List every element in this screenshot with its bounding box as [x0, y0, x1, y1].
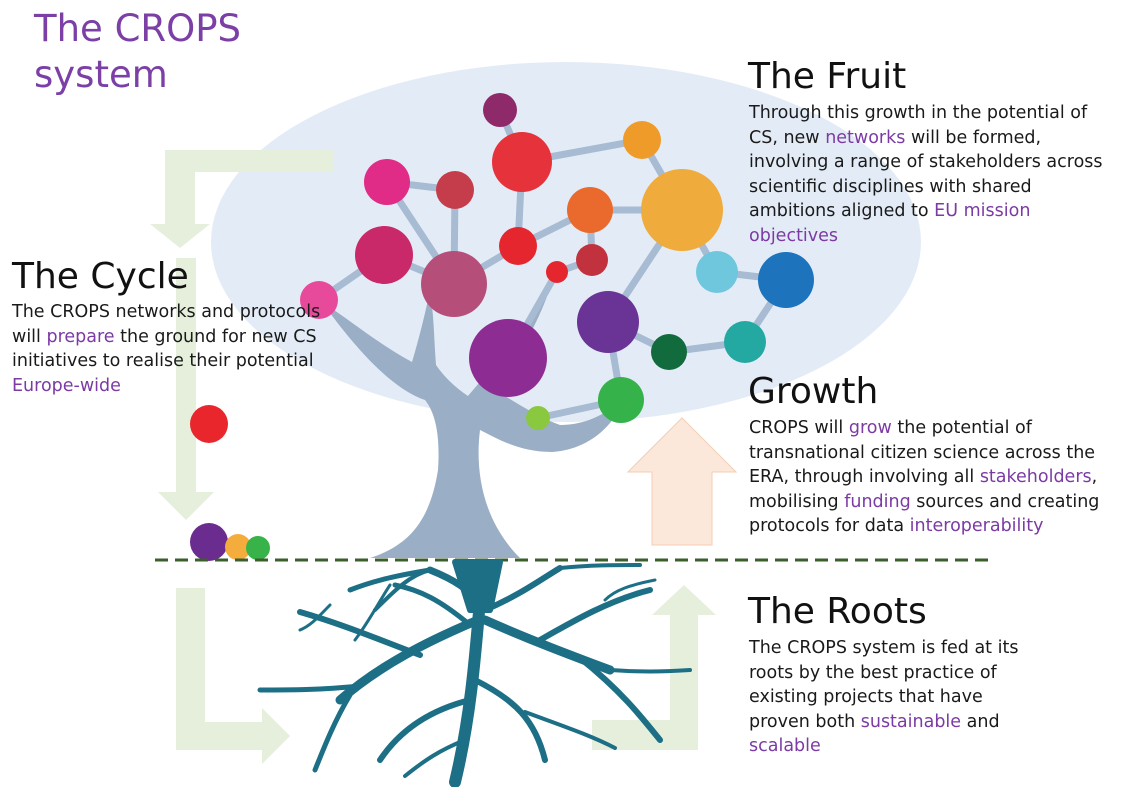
seed-dots [190, 405, 270, 561]
fruit-heading: The Fruit [748, 56, 907, 97]
highlight-term: interoperability [909, 516, 1044, 536]
highlight-term: scalable [749, 736, 821, 756]
tree-trunk [322, 282, 625, 558]
fruit-text: Through this growth in the potential of … [749, 103, 1103, 246]
roots-text: The CROPS system is fed at its roots by … [749, 638, 1019, 756]
title-line-1: The CROPS [34, 7, 242, 50]
highlight-term: grow [848, 418, 892, 438]
cycle-heading: The Cycle [12, 256, 189, 297]
page-title: The CROPS system [34, 6, 241, 98]
growth-arrow [626, 417, 738, 546]
highlight-term: funding [844, 491, 911, 512]
roots-heading: The Roots [748, 591, 927, 632]
highlight-term: EU mission objectives [749, 201, 1031, 246]
cycle-text: The CROPS networks and protocols will pr… [12, 302, 321, 396]
tree-roots [257, 559, 692, 787]
cycle-arrows [150, 150, 716, 764]
growth-text: CROPS will grow the potential of transna… [749, 418, 1100, 536]
highlight-term: Europe-wide [12, 375, 121, 396]
title-line-2: system [34, 53, 168, 96]
network-nodes [300, 93, 814, 430]
highlight-term: networks [825, 127, 906, 148]
highlight-term: prepare [46, 326, 115, 347]
highlight-term: stakeholders [979, 467, 1092, 487]
growth-heading: Growth [748, 371, 879, 412]
highlight-term: sustainable [860, 711, 962, 732]
